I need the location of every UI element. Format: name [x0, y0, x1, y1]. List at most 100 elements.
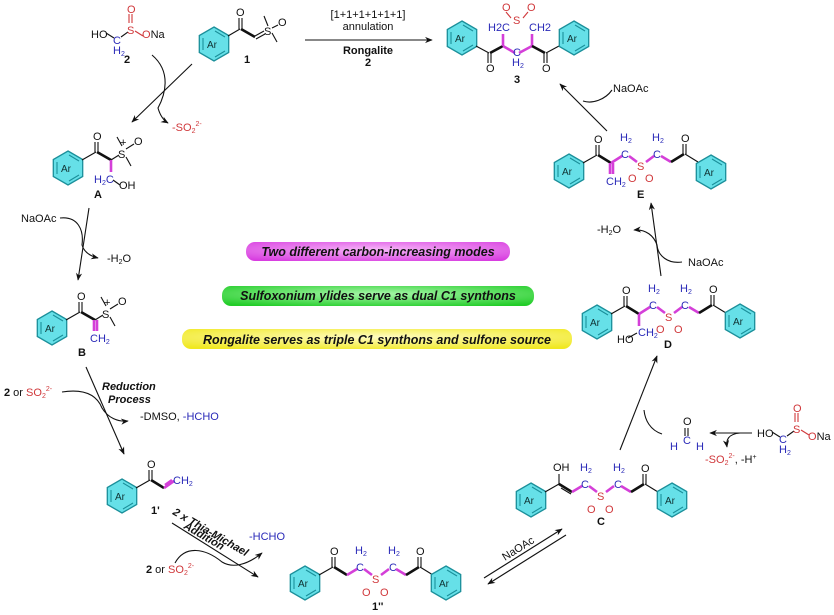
arrow-D-to-E: NaOAc -H2O [597, 202, 724, 277]
banner-rongalite: Rongalite serves as triple C1 synthons a… [182, 329, 572, 349]
svg-text:H2: H2 [779, 444, 791, 457]
svg-text:O: O [93, 131, 102, 143]
label-A: A [94, 189, 102, 201]
compound-label-1: 1 [244, 54, 250, 66]
svg-text:+: + [120, 137, 126, 149]
atom-s: S [127, 25, 134, 37]
svg-text:H2C: H2C [94, 174, 114, 187]
svg-text:O: O [330, 546, 339, 558]
svg-text:Ar: Ar [704, 168, 715, 179]
svg-text:2 or SO22-: 2 or SO22- [146, 563, 195, 577]
svg-text:C: C [649, 300, 657, 312]
label-1-double-prime: 1'' [372, 601, 384, 613]
svg-text:C: C [513, 47, 521, 59]
svg-text:OH: OH [553, 462, 570, 474]
svg-text:H: H [696, 441, 704, 453]
svg-text:-SO22-, -H+: -SO22-, -H+ [705, 453, 757, 467]
atom-ona: ONa [142, 29, 166, 41]
intermediate-D: Ar O CH2 HO C H2 S O O C H2 O Ar D [581, 283, 756, 351]
svg-text:O: O [622, 285, 631, 297]
svg-text:O: O [645, 173, 654, 185]
svg-text:O: O [674, 324, 683, 336]
banner-sulfoxonium: Sulfoxonium ylides serve as dual C1 synt… [222, 286, 534, 306]
svg-text:O: O [681, 133, 690, 145]
svg-text:O: O [118, 296, 127, 308]
svg-text:O: O [594, 134, 603, 146]
svg-text:Rongalite serves as triple C1: Rongalite serves as triple C1 synthons a… [203, 333, 551, 347]
arrow-1prime-to-1doubleprime: 2 x Thia-Michael Addition -HCHO 2 or SO2… [146, 506, 285, 578]
svg-text:O: O [656, 324, 665, 336]
svg-text:S: S [637, 161, 644, 173]
svg-text:C: C [614, 479, 622, 491]
compound-1-sulfoxonium-ylide: Ar O S O 1 [198, 7, 287, 66]
svg-text:S: S [665, 312, 672, 324]
svg-text:H2: H2 [620, 132, 632, 145]
svg-text:Ar: Ar [665, 496, 676, 507]
label-1-prime: 1' [151, 505, 160, 517]
intermediate-1-prime: Ar O CH2 1' [106, 459, 193, 517]
arrow-C-to-D [619, 355, 663, 451]
svg-text:-H2O: -H2O [597, 224, 622, 237]
conditions-line-1: [1+1+1+1+1+1] [331, 9, 406, 21]
intermediate-B: Ar O S + O CH2 B [36, 291, 127, 359]
arrows-to-A: -SO22- [131, 54, 202, 135]
svg-text:Sulfoxonium ylides serve as du: Sulfoxonium ylides serve as dual C1 synt… [240, 289, 516, 303]
svg-text:C: C [779, 434, 787, 446]
svg-text:Ar: Ar [590, 318, 601, 329]
banner-carbon-increasing: Two different carbon-increasing modes [246, 242, 510, 261]
svg-text:H2: H2 [355, 545, 367, 558]
compound-2-rongalite: HO C H2 S O ONa 2 [91, 4, 166, 66]
svg-text:HO: HO [617, 334, 634, 346]
compound-label-3: 3 [514, 74, 520, 86]
arrow-E-to-3: NaOAc [559, 83, 649, 132]
svg-text:CH2: CH2 [173, 475, 193, 488]
equilibrium-arrows: NaOAc [483, 528, 567, 585]
svg-text:S: S [372, 574, 379, 586]
compound-3-product: Ar O H2C CH2 C H2 S O O O Ar 3 [446, 2, 590, 86]
svg-text:O: O [380, 587, 389, 599]
svg-text:Two different carbon-increasin: Two different carbon-increasing modes [261, 245, 494, 259]
svg-text:O: O [641, 463, 650, 475]
svg-text:O: O [77, 291, 86, 303]
svg-text:-HCHO: -HCHO [249, 531, 285, 543]
svg-text:CH2: CH2 [90, 333, 110, 346]
svg-text:C: C [356, 562, 364, 574]
svg-text:NaOAc: NaOAc [688, 257, 724, 269]
svg-text:C: C [389, 562, 397, 574]
top-annulation-arrow: [1+1+1+1+1+1] annulation Rongalite 2 [305, 9, 433, 69]
atom-o: O [236, 7, 245, 19]
svg-text:OH: OH [119, 180, 136, 192]
svg-text:O: O [587, 504, 596, 516]
svg-text:ONa: ONa [808, 431, 832, 443]
svg-text:Ar: Ar [562, 167, 573, 178]
svg-text:C: C [653, 149, 661, 161]
svg-text:H2: H2 [648, 283, 660, 296]
svg-text:O: O [147, 459, 156, 471]
rongalite-decomposition: -SO22-, -H+ HO C H2 S O ONa [705, 403, 832, 467]
svg-text:O: O [709, 284, 718, 296]
svg-text:Ar: Ar [733, 317, 744, 328]
atom-c: C [113, 35, 121, 47]
svg-text:-H2O: -H2O [107, 253, 132, 266]
svg-text:O: O [362, 587, 371, 599]
intermediate-1-double-prime: Ar O C H2 S O O C H2 O Ar 1'' [289, 545, 462, 613]
atom-h2: H2 [113, 45, 125, 58]
svg-text:C: C [581, 479, 589, 491]
svg-text:Ar: Ar [524, 496, 535, 507]
svg-text:CH2: CH2 [638, 327, 658, 340]
svg-text:Ar: Ar [115, 492, 126, 503]
label-C: C [597, 516, 605, 528]
svg-text:O: O [502, 2, 511, 14]
svg-text:S: S [793, 424, 800, 436]
svg-text:C: C [621, 149, 629, 161]
svg-text:Ar: Ar [439, 579, 450, 590]
svg-text:S: S [597, 491, 604, 503]
svg-text:Ar: Ar [455, 34, 466, 45]
svg-text:Ar: Ar [61, 164, 72, 175]
so2-loss: -SO22- [172, 121, 202, 135]
intermediate-A: Ar O S + O H2C OH A [52, 131, 143, 201]
svg-text:O: O [628, 173, 637, 185]
svg-text:O: O [527, 2, 536, 14]
svg-text:NaOAc: NaOAc [21, 213, 57, 225]
